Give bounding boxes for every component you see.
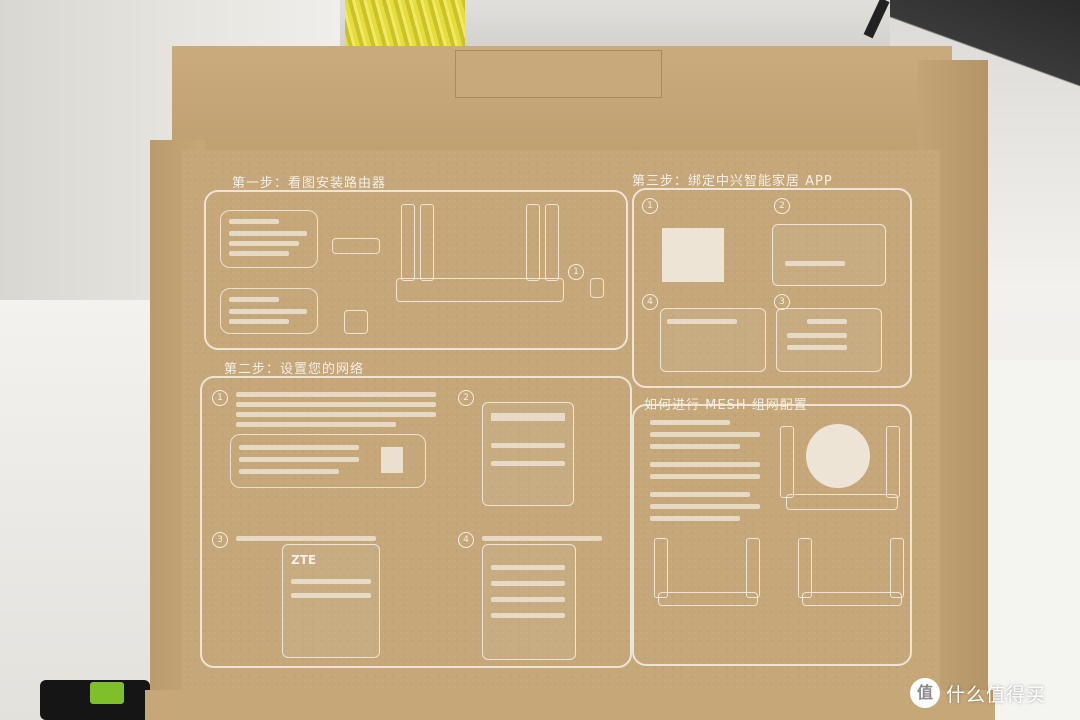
phone-illustration xyxy=(660,308,766,372)
router-antenna xyxy=(401,204,415,281)
step2-frame: 1 2 3 ZTE 4 xyxy=(200,376,632,668)
router-illustration xyxy=(396,278,564,302)
wall-socket-illustration xyxy=(344,310,368,334)
device-foreground xyxy=(40,680,150,720)
box-inner-panel: 第一步：看图安装路由器 1 第二步：设置您的网络 xyxy=(182,150,940,692)
step3-frame: 1 2 4 3 xyxy=(632,188,912,388)
phone-illustration xyxy=(482,402,574,506)
callout-box xyxy=(220,288,318,334)
router-antenna xyxy=(526,204,540,281)
step1-frame: 1 xyxy=(204,190,628,350)
power-adapter-illustration xyxy=(590,278,604,298)
mesh-frame xyxy=(632,404,912,666)
watermark-logo: 值 xyxy=(910,678,940,708)
step2-title: 第二步：设置您的网络 xyxy=(224,362,365,377)
mesh-zoom-circle xyxy=(806,424,870,488)
callout-box xyxy=(220,210,318,268)
box-front-edge xyxy=(145,690,995,720)
wifi-label xyxy=(230,434,426,488)
router-antenna xyxy=(420,204,434,281)
phone-illustration xyxy=(776,308,882,372)
phone-illustration xyxy=(482,544,576,660)
box-lid-tab xyxy=(455,50,662,98)
router-antenna xyxy=(545,204,559,281)
modem-illustration xyxy=(332,238,380,254)
step1-title: 第一步：看图安装路由器 xyxy=(232,176,387,191)
phone-brand: ZTE xyxy=(291,553,317,567)
watermark: 值 什么值得买 xyxy=(910,676,1046,710)
step3-title: 第三步：绑定中兴智能家居 APP xyxy=(632,174,833,189)
watermark-text: 什么值得买 xyxy=(946,683,1047,706)
phone-illustration: ZTE xyxy=(282,544,380,658)
pencil-cup xyxy=(345,0,465,48)
qr-code xyxy=(662,228,724,282)
phone-illustration xyxy=(772,224,886,286)
